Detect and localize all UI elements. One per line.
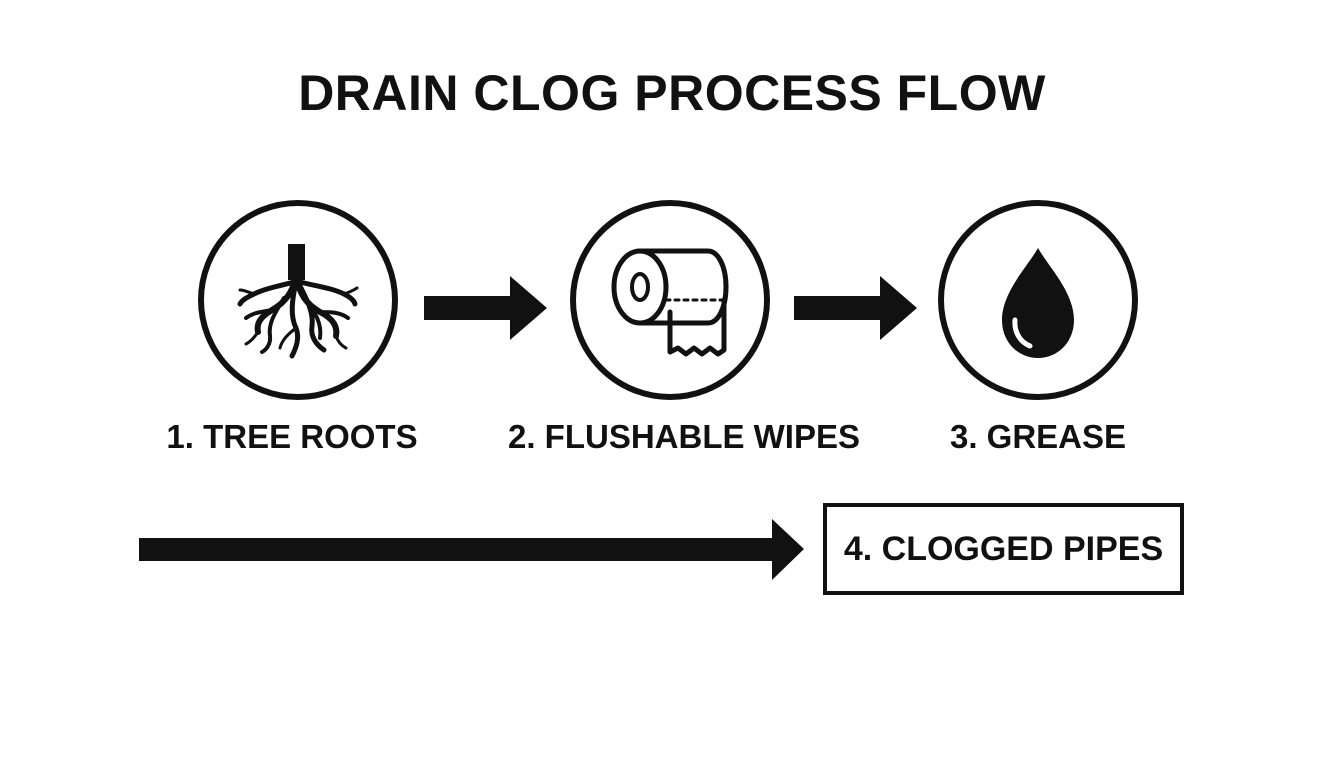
step-1-label: 1. TREE ROOTS	[166, 418, 418, 455]
step-2-circle	[570, 200, 770, 400]
grease-drop-icon	[1002, 248, 1074, 358]
step-1-node	[198, 200, 398, 400]
step-3-label: 3. GREASE	[949, 418, 1127, 455]
step-1-circle	[198, 200, 398, 400]
step-3-node	[938, 200, 1138, 400]
step-3-circle	[938, 200, 1138, 400]
arrow-to-result	[139, 519, 804, 580]
toilet-paper-roll-icon	[611, 248, 729, 357]
arrow-2	[794, 276, 917, 340]
tree-roots-icon	[237, 244, 359, 359]
arrow-1	[424, 276, 547, 340]
step-2-node	[570, 200, 770, 400]
diagram-title: DRAIN CLOG PROCESS FLOW	[298, 65, 1046, 121]
step-2-label: 2. FLUSHABLE WIPES	[507, 418, 861, 455]
result-label: 4. CLOGGED PIPES	[843, 530, 1164, 568]
result-box: 4. CLOGGED PIPES	[823, 503, 1184, 595]
